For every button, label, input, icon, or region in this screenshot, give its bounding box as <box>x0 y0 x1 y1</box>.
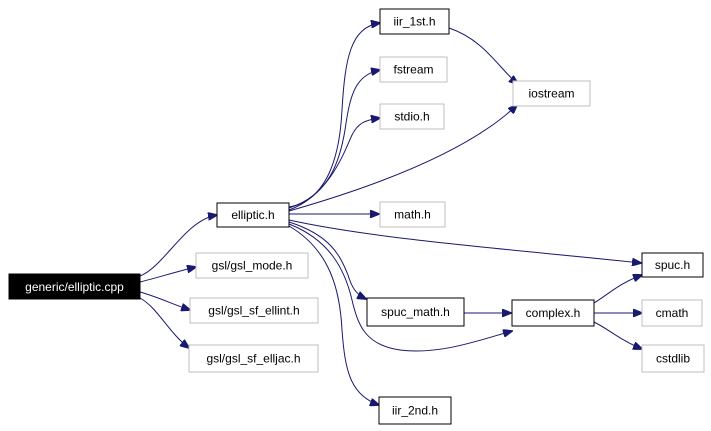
node-label: generic/elliptic.cpp <box>25 280 124 294</box>
node-complex-h[interactable]: complex.h <box>511 299 595 327</box>
edge-root-to-gsl-ellint <box>139 291 190 310</box>
node-label: spuc_math.h <box>381 305 450 319</box>
edge-elliptic-to-iir-2nd <box>288 225 379 405</box>
node-label: gsl/gsl_mode.h <box>212 259 293 273</box>
edge-root-to-gsl-mode <box>139 267 196 283</box>
node-label: gsl/gsl_sf_ellint.h <box>208 304 299 318</box>
node-iostream[interactable]: iostream <box>512 80 591 107</box>
edge-elliptic-to-spuc-math <box>288 221 366 299</box>
edge-elliptic-to-fstream <box>288 70 380 209</box>
node-stdio-h[interactable]: stdio.h <box>379 103 445 130</box>
node-label: elliptic.h <box>231 208 274 222</box>
edge-elliptic-to-complex <box>288 223 512 352</box>
node-label: gsl/gsl_sf_elljac.h <box>206 352 300 366</box>
node-spuc-math-h[interactable]: spuc_math.h <box>366 297 465 327</box>
node-label: iostream <box>528 87 574 101</box>
node-iir-2nd-h[interactable]: iir_2nd.h <box>378 396 452 425</box>
edge-elliptic-to-iostream <box>288 105 517 212</box>
edge-elliptic-to-spuc <box>288 219 641 263</box>
node-cstdlib[interactable]: cstdlib <box>641 344 705 373</box>
node-label: cstdlib <box>656 352 690 366</box>
node-gsl-sf-elljac-h[interactable]: gsl/gsl_sf_elljac.h <box>188 344 319 373</box>
node-label: iir_1st.h <box>393 15 435 29</box>
node-cmath[interactable]: cmath <box>641 299 703 327</box>
node-label: cmath <box>656 306 689 320</box>
node-elliptic-h[interactable]: elliptic.h <box>216 202 290 228</box>
node-gsl-sf-ellint-h[interactable]: gsl/gsl_sf_ellint.h <box>189 297 319 324</box>
edge-elliptic-to-iir-1st <box>288 23 380 208</box>
edge-iir-1st-to-iostream <box>448 27 518 84</box>
node-label: iir_2nd.h <box>392 404 438 418</box>
node-label: math.h <box>394 208 431 222</box>
node-label: spuc.h <box>655 258 690 272</box>
node-label: stdio.h <box>394 110 429 124</box>
edge-root-to-elliptic <box>139 215 217 277</box>
edge-complex-to-cstdlib <box>593 321 642 349</box>
node-root[interactable]: generic/elliptic.cpp <box>8 273 141 300</box>
node-iir-1st-h[interactable]: iir_1st.h <box>379 8 450 35</box>
node-fstream[interactable]: fstream <box>379 56 448 83</box>
edge-root-to-gsl-elljac <box>139 297 189 348</box>
edge-complex-to-spuc <box>593 275 642 304</box>
node-gsl-mode-h[interactable]: gsl/gsl_mode.h <box>195 252 309 279</box>
node-label: complex.h <box>526 306 581 320</box>
node-math-h[interactable]: math.h <box>379 201 446 228</box>
edge-elliptic-to-stdio <box>288 118 380 211</box>
edges <box>139 23 642 405</box>
node-label: fstream <box>393 63 433 77</box>
node-spuc-h[interactable]: spuc.h <box>641 252 704 278</box>
